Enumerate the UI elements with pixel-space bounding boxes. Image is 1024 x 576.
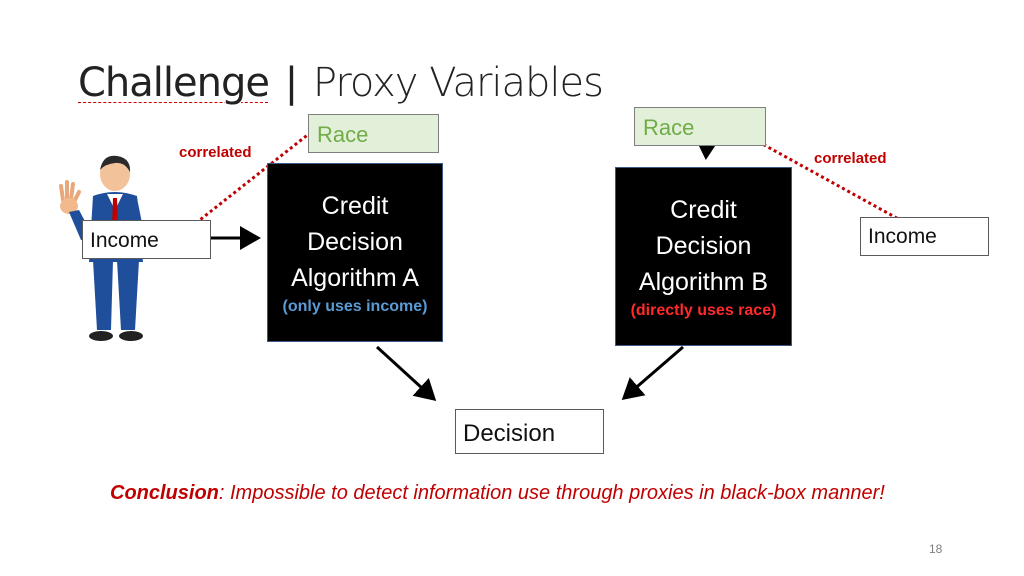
algo-a-line3: Algorithm A xyxy=(291,264,419,292)
conclusion-body: : Impossible to detect information use t… xyxy=(218,482,885,504)
left-income-label: Income xyxy=(90,229,159,252)
right-correlated-label: correlated xyxy=(814,150,887,167)
title-subtitle: Proxy Variables xyxy=(312,60,604,106)
left-correlated-label: correlated xyxy=(179,144,252,161)
algo-a-line1: Credit xyxy=(321,192,389,220)
algo-b-to-decision-arrow xyxy=(621,345,684,400)
algo-b-note: (directly uses race) xyxy=(630,302,777,319)
left-correlation-line xyxy=(176,131,311,240)
decision-label: Decision xyxy=(463,420,556,447)
title-strong: Challenge xyxy=(78,60,270,106)
algo-a-note: (only uses income) xyxy=(282,298,428,315)
algo-a-to-decision-arrow xyxy=(375,345,437,402)
right-race-box: Race xyxy=(634,107,766,146)
conclusion-lead: Conclusion xyxy=(110,482,219,504)
algorithm-b-box: Credit Decision Algorithm B (directly us… xyxy=(615,167,792,346)
algo-b-line2: Decision xyxy=(655,232,752,260)
title-separator: | xyxy=(284,60,299,106)
decision-box: Decision xyxy=(455,409,604,454)
right-race-label: Race xyxy=(643,115,695,140)
algo-b-line1: Credit xyxy=(670,196,737,224)
conclusion-text: Conclusion: Impossible to detect informa… xyxy=(110,482,885,505)
right-income-box: Income xyxy=(860,217,989,256)
right-income-label: Income xyxy=(868,225,937,248)
algo-b-line3: Algorithm B xyxy=(638,268,769,296)
algo-a-line2: Decision xyxy=(307,228,403,256)
algorithm-a-box: Credit Decision Algorithm A (only uses i… xyxy=(267,163,443,342)
left-race-box: Race xyxy=(308,114,439,153)
slide-title: Challenge | Proxy Variables xyxy=(78,60,604,106)
left-race-label: Race xyxy=(317,122,369,147)
page-number: 18 xyxy=(929,542,943,556)
left-income-box: Income xyxy=(82,220,211,259)
